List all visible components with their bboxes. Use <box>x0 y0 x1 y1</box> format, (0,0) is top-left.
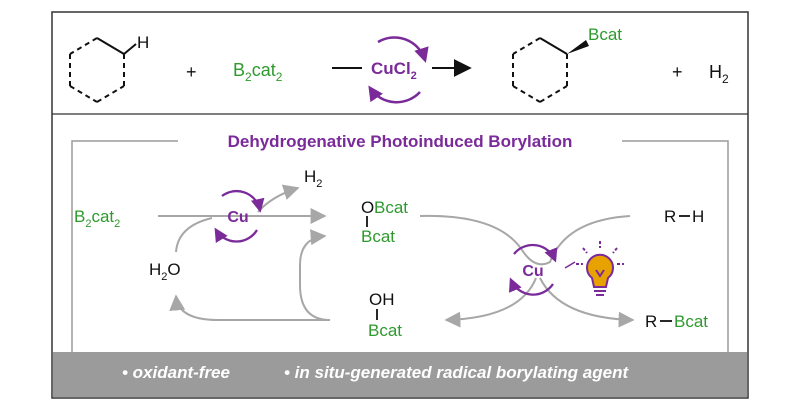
oh-bcat: Bcat <box>368 321 402 340</box>
cu-cycle-icon-left <box>214 189 265 244</box>
arrow-right-top <box>419 214 631 266</box>
light-bulb-icon <box>576 241 624 296</box>
obcat-bcat: Bcat <box>374 198 408 217</box>
cyclohexane-product <box>512 37 568 103</box>
cu-label-right: Cu <box>522 263 543 280</box>
h2-byproduct: H2 <box>709 62 729 86</box>
panel-border <box>71 140 729 352</box>
catalyst-label: CuCl2 <box>371 59 417 82</box>
plus-sign-2: + <box>672 62 683 82</box>
rh-h: H <box>692 207 704 226</box>
arrow-to-rbcat <box>539 277 635 328</box>
h2-released: H2 <box>304 167 322 190</box>
wedge-bond <box>567 40 589 54</box>
arrow-h2o-up <box>175 217 213 253</box>
hv-tilde <box>564 261 576 269</box>
footer-point-2: • in situ-generated radical borylating a… <box>284 363 629 382</box>
obcat-o: O <box>361 198 374 217</box>
plus-sign-1: + <box>186 62 197 82</box>
arrow-oh-to-obcat <box>299 229 331 321</box>
water-label: H2O <box>149 260 181 283</box>
rbcat-r: R <box>645 312 657 331</box>
footer-banner <box>53 352 747 397</box>
cu-label-left: Cu <box>227 209 248 226</box>
rh-r: R <box>664 207 676 226</box>
arrow-to-h2 <box>257 184 300 213</box>
b2cat2-reagent: B2cat2 <box>233 60 283 84</box>
rbcat-bcat: Bcat <box>674 312 708 331</box>
panel-title: Dehydrogenative Photoinduced Borylation <box>228 132 573 151</box>
b2cat2-panel: B2cat2 <box>74 207 120 230</box>
cyclohexane-reactant <box>69 37 137 103</box>
product-bcat-label: Bcat <box>588 25 622 44</box>
cu-cycle-icon-right <box>508 243 558 296</box>
arrow-to-oh <box>444 277 537 328</box>
reactant-h-label: H <box>137 33 149 52</box>
oh-label: OH <box>369 290 395 309</box>
arrow-to-water <box>169 294 330 321</box>
outer-frame <box>51 11 749 399</box>
obcat-bottom-bcat: Bcat <box>361 227 395 246</box>
cucl2-cycle-icon <box>368 36 429 104</box>
footer-point-1: • oxidant-free <box>122 363 230 382</box>
